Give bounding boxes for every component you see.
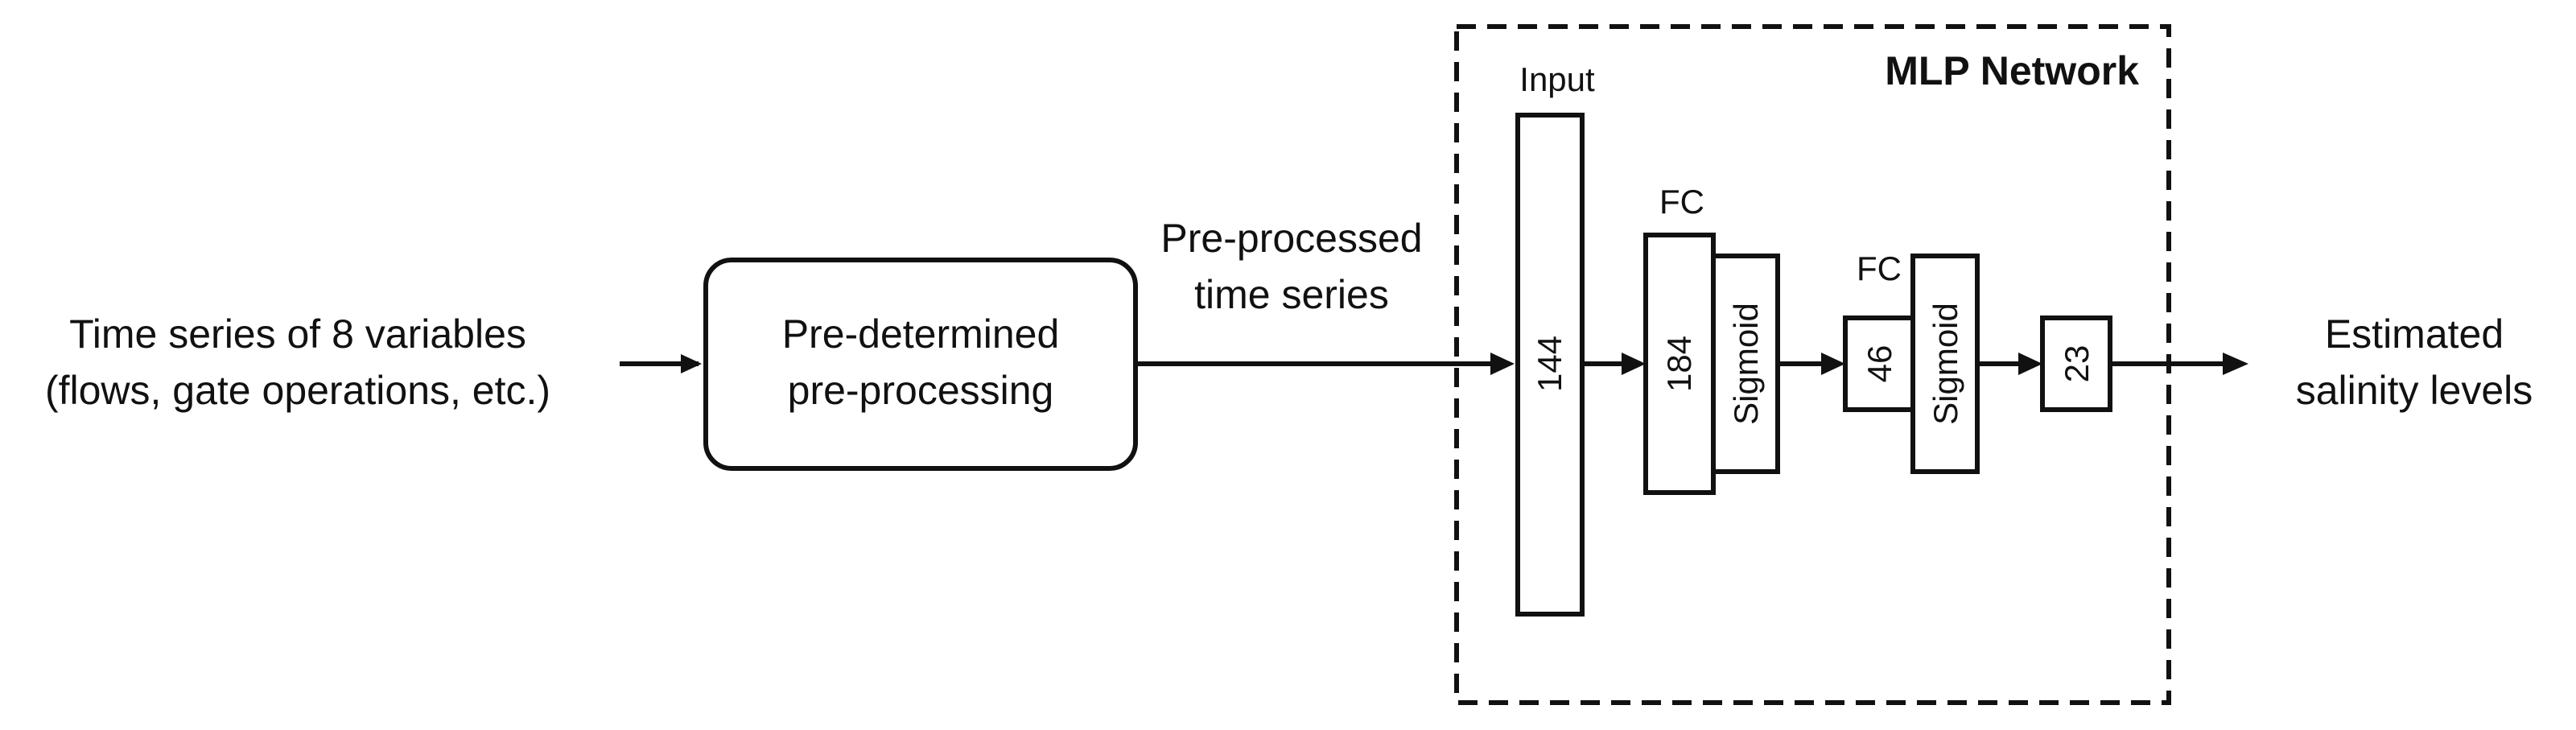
output-layer-box xyxy=(2040,316,2112,412)
sigmoid2-label: Sigmoid xyxy=(1927,303,1964,425)
input-layer-size: 144 xyxy=(1531,336,1568,392)
arrowhead-sigmoid1-to-fc2 xyxy=(1821,353,1845,375)
input-label-line2: (flows, gate operations, etc.) xyxy=(45,368,550,413)
sigmoid1-box xyxy=(1711,254,1780,474)
arrowhead-input-to-fc1 xyxy=(1622,353,1646,375)
preprocessed-label-line1: Pre-processed xyxy=(1160,216,1422,261)
sigmoid1-label: Sigmoid xyxy=(1727,303,1765,425)
fc2-caption: FC xyxy=(1857,250,1902,287)
input-layer-caption: Input xyxy=(1519,60,1595,98)
output-label-line2: salinity levels xyxy=(2296,368,2533,413)
mlp-network-title: MLP Network xyxy=(1885,48,2139,93)
fc1-caption: FC xyxy=(1659,183,1704,221)
arrowhead-to-input-layer xyxy=(1490,353,1515,375)
preprocessing-line1: Pre-determined xyxy=(782,311,1060,357)
fc1-box xyxy=(1643,233,1716,495)
arrowhead-to-output-label xyxy=(2223,353,2248,375)
fc2-size: 46 xyxy=(1861,345,1898,383)
output-layer-size: 23 xyxy=(2058,345,2096,383)
preprocessed-label-line2: time series xyxy=(1194,272,1389,317)
fc1-size: 184 xyxy=(1660,336,1698,392)
output-label-line1: Estimated xyxy=(2325,311,2504,357)
arrowhead-sigmoid2-to-output xyxy=(2018,353,2042,375)
preprocessing-line2: pre-processing xyxy=(788,368,1054,413)
sigmoid2-box xyxy=(1910,254,1980,474)
input-label-line1: Time series of 8 variables xyxy=(69,311,526,357)
arrowhead-to-preprocess xyxy=(681,354,702,373)
preprocessing-box xyxy=(703,258,1138,471)
